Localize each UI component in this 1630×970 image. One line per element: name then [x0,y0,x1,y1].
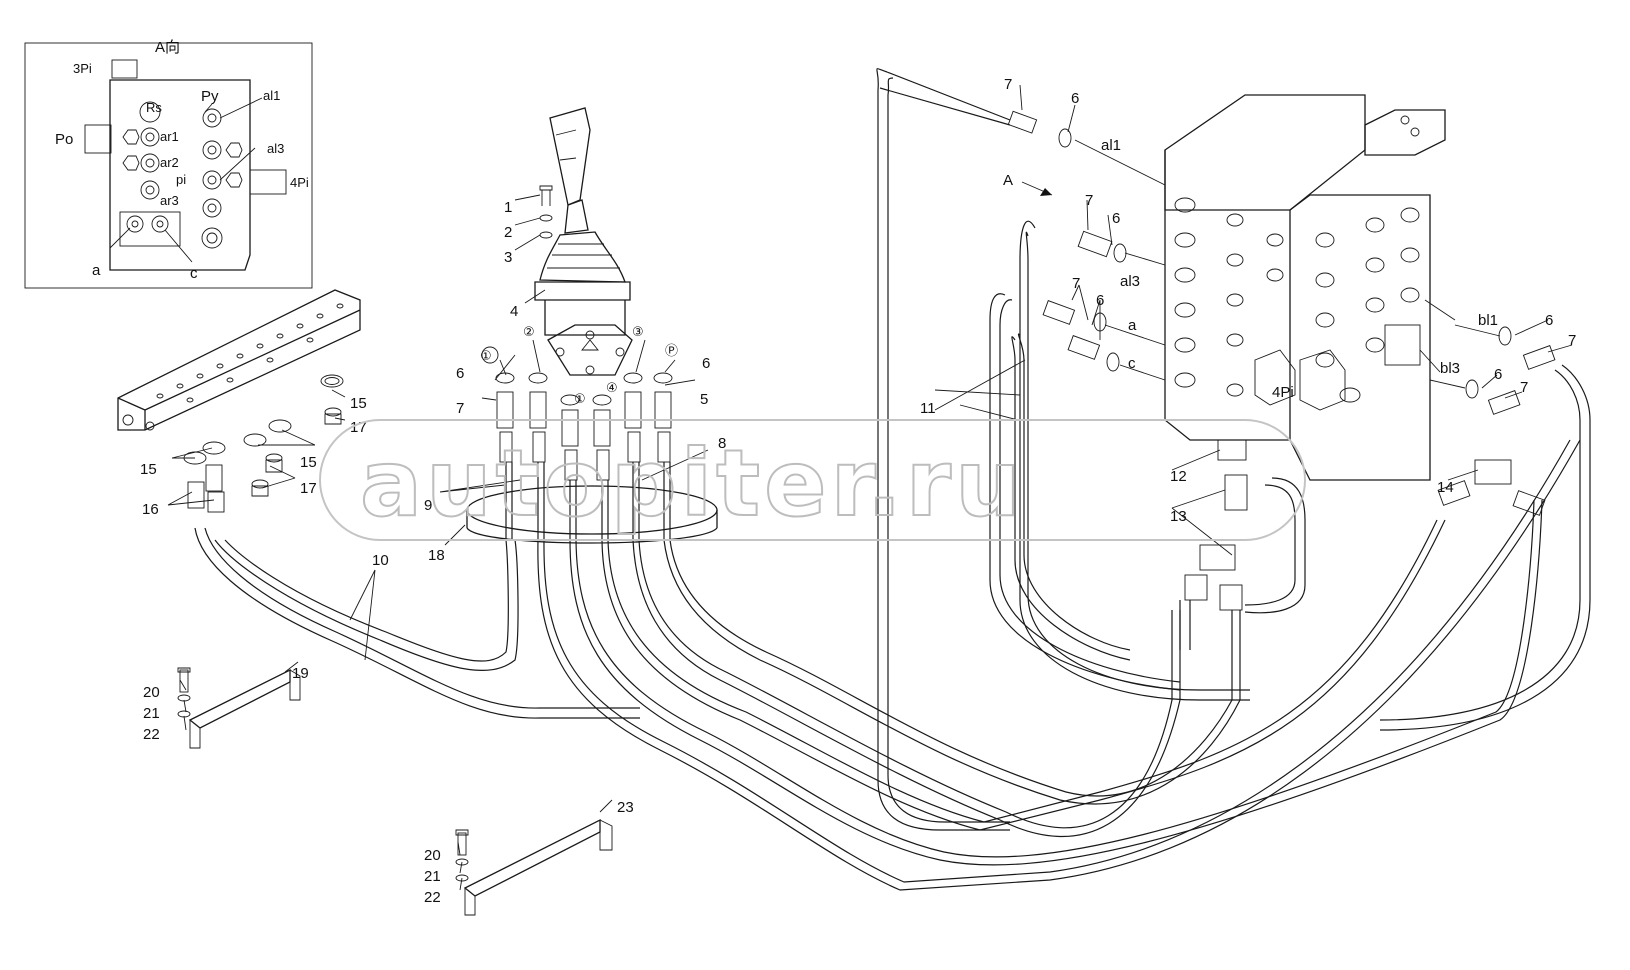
main-control-valve: al1 al3 a c bl1 bl3 4Pi A [1003,94,1556,481]
main-port-c: c [1128,355,1136,372]
part-6-al3: 6 [1112,210,1120,227]
part-2: 2 [504,224,512,241]
part-19: 19 [292,665,309,682]
main-port-al1: al1 [1101,137,1121,154]
part-7-bl1: 7 [1568,332,1576,349]
part-9: 9 [424,497,432,514]
port-4pi: 4Pi [290,175,309,190]
view-arrow-label: A [1003,172,1013,189]
part-21-a: 21 [143,705,160,722]
watermark: autopiter.ru [319,419,1306,541]
inset-frame [24,42,313,289]
port-al1: al1 [263,88,280,103]
part-4: 4 [510,303,518,320]
part-6-right: 6 [702,355,710,372]
part-15-a: 15 [350,395,367,412]
circled-2: ② [523,324,535,339]
part-21-b: 21 [424,868,441,885]
part-15-c: 15 [140,461,157,478]
part-16: 16 [142,501,159,518]
part-14: 14 [1437,479,1454,496]
circled-p: Ⓟ [665,343,678,358]
part-6-bl1: 6 [1545,312,1553,329]
part-11: 11 [920,400,936,417]
port-py: Py [201,88,219,105]
left-manifold-block [117,289,361,513]
part-13: 13 [1170,508,1187,525]
part-8: 8 [718,435,726,452]
part-7-bl3: 7 [1520,379,1528,396]
main-port-4pi: 4Pi [1272,384,1294,401]
part-10: 10 [372,552,389,569]
part-15-b: 15 [300,454,317,471]
circled-1-left: ① [480,348,492,363]
main-port-bl3: bl3 [1440,360,1460,377]
part-12: 12 [1170,468,1187,485]
port-ar3: ar3 [160,193,179,208]
port-po: Po [55,131,73,148]
port-c: c [190,265,198,282]
part-22-a: 22 [143,726,160,743]
inset-view-a: A向 3Pi Rs Py al1 Po ar1 ar2 al3 pi 4Pi [24,39,313,289]
circled-4: ④ [606,380,618,395]
circled-1-center: ① [574,391,586,406]
port-3pi: 3Pi [73,61,92,76]
inset-valve-body [109,79,251,271]
part-7-ac: 7 [1072,275,1080,292]
hose-routing [194,68,1591,891]
inset-title: A向 [155,39,180,56]
part-6-bl3: 6 [1494,366,1502,383]
port-rs: Rs [146,100,162,115]
port-al3: al3 [267,141,284,156]
part-5: 5 [700,391,708,408]
part-6-left: 6 [456,365,464,382]
part-20-a: 20 [143,684,160,701]
bracket-19 [177,667,301,749]
part-7-left: 7 [456,400,464,417]
watermark-text: autopiter.ru [360,430,1025,537]
part-22-b: 22 [424,889,441,906]
port-pi: pi [176,172,186,187]
part-20-b: 20 [424,847,441,864]
part-3: 3 [504,249,512,266]
main-port-bl1: bl1 [1478,312,1498,329]
port-ar2: ar2 [160,155,179,170]
port-a: a [92,262,101,279]
part-7-top: 7 [1004,76,1012,93]
main-port-al3: al3 [1120,273,1140,290]
part-number-labels: 1 2 3 4 5 6 6 7 8 9 10 11 12 13 14 15 15… [140,76,1576,906]
pilot-joystick: ① ② ③ Ⓟ ① ④ [466,107,718,544]
part-18: 18 [428,547,445,564]
part-23: 23 [617,799,634,816]
circled-3: ③ [632,324,644,339]
part-7-al3: 7 [1085,192,1093,209]
leader-lines [167,84,1573,891]
part-6-top: 6 [1071,90,1079,107]
part-17-b: 17 [300,480,317,497]
port-ar1: ar1 [160,129,179,144]
part-1: 1 [504,199,512,216]
part-6-ac: 6 [1096,292,1104,309]
main-port-a: a [1128,317,1137,334]
bracket-23 [455,818,613,916]
